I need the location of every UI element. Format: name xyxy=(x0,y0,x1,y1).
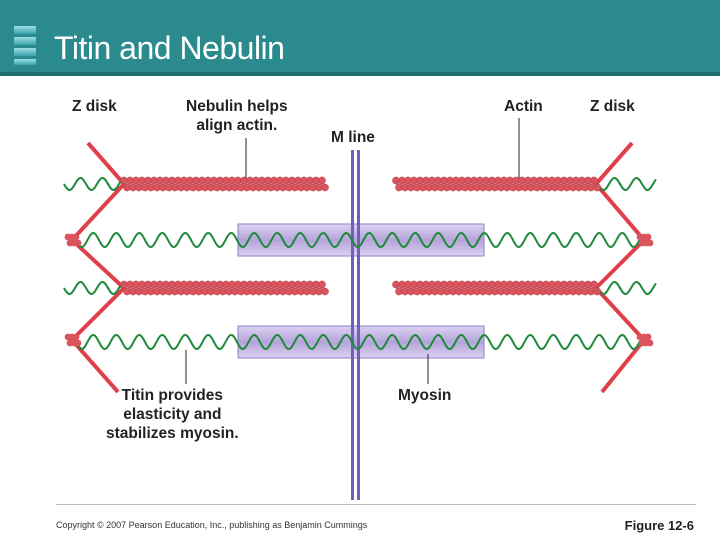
titin-strand xyxy=(75,333,641,351)
actin-bead xyxy=(590,280,598,289)
slide-title: Titin and Nebulin xyxy=(54,30,285,66)
nebulin-label: Nebulin helps align actin. xyxy=(186,97,288,135)
z-disk-right-label: Z disk xyxy=(590,98,635,115)
actin-bead xyxy=(318,280,326,289)
figure-number: Figure 12-6 xyxy=(624,518,694,533)
actin-bead xyxy=(72,233,80,241)
actin-bead xyxy=(644,233,652,241)
titin-label-line: stabilizes myosin. xyxy=(106,425,239,442)
actin-filament xyxy=(392,176,601,192)
footer-divider xyxy=(56,504,696,505)
z-disk-left-label: Z disk xyxy=(72,98,117,115)
titin-strand xyxy=(63,281,123,295)
actin-bead xyxy=(593,183,601,192)
titin-strand xyxy=(75,231,641,249)
actin-bead xyxy=(74,239,82,247)
actin-bead xyxy=(646,239,654,247)
actin-filament xyxy=(120,176,329,192)
z-disk-left xyxy=(69,141,127,394)
copyright-text: Copyright © 2007 Pearson Education, Inc.… xyxy=(56,520,368,530)
titin-strand xyxy=(597,177,657,191)
actin-filament xyxy=(392,280,601,296)
m-line-label: M line xyxy=(331,129,375,146)
slide-stack-icon xyxy=(14,26,36,66)
titin-label: Titin provides elasticity and stabilizes… xyxy=(106,386,239,443)
actin-label: Actin xyxy=(504,98,543,115)
actin-bead xyxy=(321,183,329,192)
actin-bead xyxy=(593,287,601,296)
actin-filament xyxy=(120,280,329,296)
nebulin-label-line: align actin. xyxy=(196,117,278,134)
actin-bead xyxy=(644,333,652,341)
titin-strand xyxy=(63,177,123,191)
m-line xyxy=(357,150,360,500)
myosin-filament-bottom xyxy=(237,325,485,359)
title-bar: Titin and Nebulin xyxy=(0,0,720,72)
m-line xyxy=(351,150,354,500)
actin-bead xyxy=(321,287,329,296)
nebulin-label-line: Nebulin helps xyxy=(186,98,288,115)
titin-strand xyxy=(597,281,657,295)
actin-bead xyxy=(72,333,80,341)
titin-label-line: Titin provides xyxy=(121,387,223,404)
actin-bead xyxy=(646,339,654,347)
myosin-filament-top xyxy=(237,223,485,257)
z-disk-right xyxy=(593,141,647,394)
myosin-label: Myosin xyxy=(398,387,452,404)
actin-bead xyxy=(74,339,82,347)
titin-label-line: elasticity and xyxy=(123,406,222,423)
actin-bead xyxy=(318,176,326,185)
title-bar-stripe xyxy=(0,72,720,76)
actin-bead xyxy=(590,176,598,185)
